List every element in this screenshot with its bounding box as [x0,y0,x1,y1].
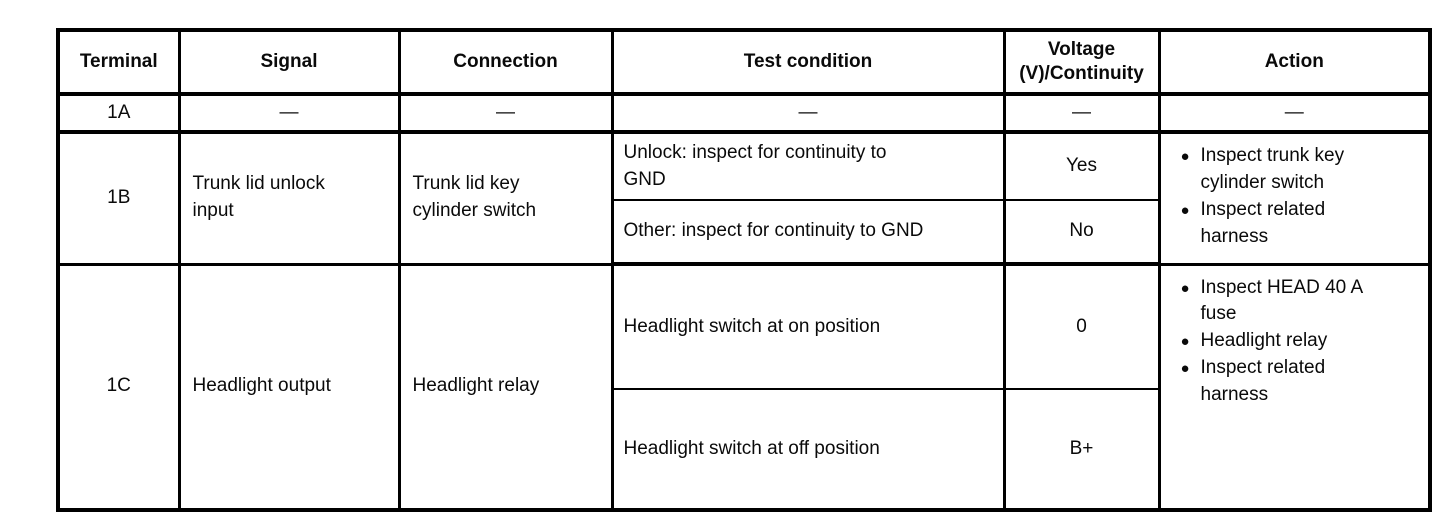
cell-1b-connection: Trunk lid key cylinder switch [397,130,614,266]
cell-1a-test-condition: — [610,92,1006,134]
bullet-icon: ● [1180,333,1190,351]
header-cell-test-condition: Test condition [610,28,1006,96]
cell-1c-connection: Headlight relay [397,262,614,512]
cell-1c-test-condition-on: Headlight switch at on position [610,262,1006,390]
table-scan-region: Terminal Signal Connection Test conditio… [56,28,1432,512]
header-cell-connection: Connection [397,28,614,96]
cell-1a-action: — [1157,92,1432,134]
bullet-icon: ● [1180,279,1190,297]
cell-1b-terminal: 1B [56,130,181,266]
cell-1b-voltage-no: No [1002,199,1161,266]
cell-1b-test-condition-other: Other: inspect for continuity to GND [610,199,1006,266]
cell-1b-signal: Trunk lid unlock input [177,130,401,266]
table-row-1c-sub1: 1C Headlight output Headlight relay Head… [56,262,1432,512]
header-cell-signal: Signal [177,28,401,96]
action-item-text: Headlight relay [1200,330,1328,352]
cell-1b-action: ● Inspect trunk key cylinder switch ● In… [1157,130,1432,266]
action-item-text: Inspect related harness [1200,198,1326,247]
header-cell-terminal: Terminal [56,28,181,96]
bullet-icon: ● [1180,201,1190,219]
header-cell-action: Action [1157,28,1432,96]
table-row-1b-sub1: 1B Trunk lid unlock input Trunk lid key … [56,130,1432,266]
cell-1c-voltage-0: 0 [1002,262,1161,390]
action-list-item: ● Inspect HEAD 40 A fuse [1181,275,1421,329]
action-list-1b: ● Inspect trunk key cylinder switch ● In… [1181,143,1421,251]
terminal-voltage-table: Terminal Signal Connection Test conditio… [56,28,1432,512]
bullet-icon: ● [1180,148,1190,165]
table-row-1c-sub2: Headlight switch at off position B+ [58,388,1430,512]
cell-1c-terminal: 1C [56,262,181,512]
action-item-text: Inspect HEAD 40 A fuse [1200,276,1363,325]
cell-1a-signal: — [177,92,401,134]
header-row: Terminal Signal Connection Test conditio… [56,28,1432,96]
header-cell-voltage: Voltage (V)/Continuity [1002,28,1161,96]
cell-1b-voltage-yes: Yes [1002,130,1161,201]
cell-1a-terminal: 1A [56,92,181,134]
action-list-item: ● Inspect trunk key cylinder switch [1181,143,1421,197]
cell-1a-connection: — [397,92,614,134]
cell-1b-test-condition-unlock: Unlock: inspect for continuity to GND [610,130,1006,201]
action-list-1c: ● Inspect HEAD 40 A fuse ● Headlight rel… [1181,275,1421,410]
cell-1c-voltage-bplus: B+ [1002,388,1161,512]
action-list-item: ● Headlight relay [1181,328,1421,355]
cell-1c-signal: Headlight output [177,262,401,512]
action-item-text: Inspect trunk key cylinder switch [1200,145,1345,193]
table-row-1b-sub2: Other: inspect for continuity to GND No [58,199,1430,266]
action-list-item: ● Inspect related harness [1181,197,1421,251]
cell-1a-voltage: — [1002,92,1161,134]
cell-1c-action: ● Inspect HEAD 40 A fuse ● Headlight rel… [1157,262,1432,512]
bullet-icon: ● [1180,360,1190,378]
cell-1c-test-condition-off: Headlight switch at off position [610,388,1006,512]
action-item-text: Inspect related harness [1200,357,1326,406]
table-row-1a: 1A — — — — — [56,92,1432,134]
action-list-item: ● Inspect related harness [1181,355,1421,409]
